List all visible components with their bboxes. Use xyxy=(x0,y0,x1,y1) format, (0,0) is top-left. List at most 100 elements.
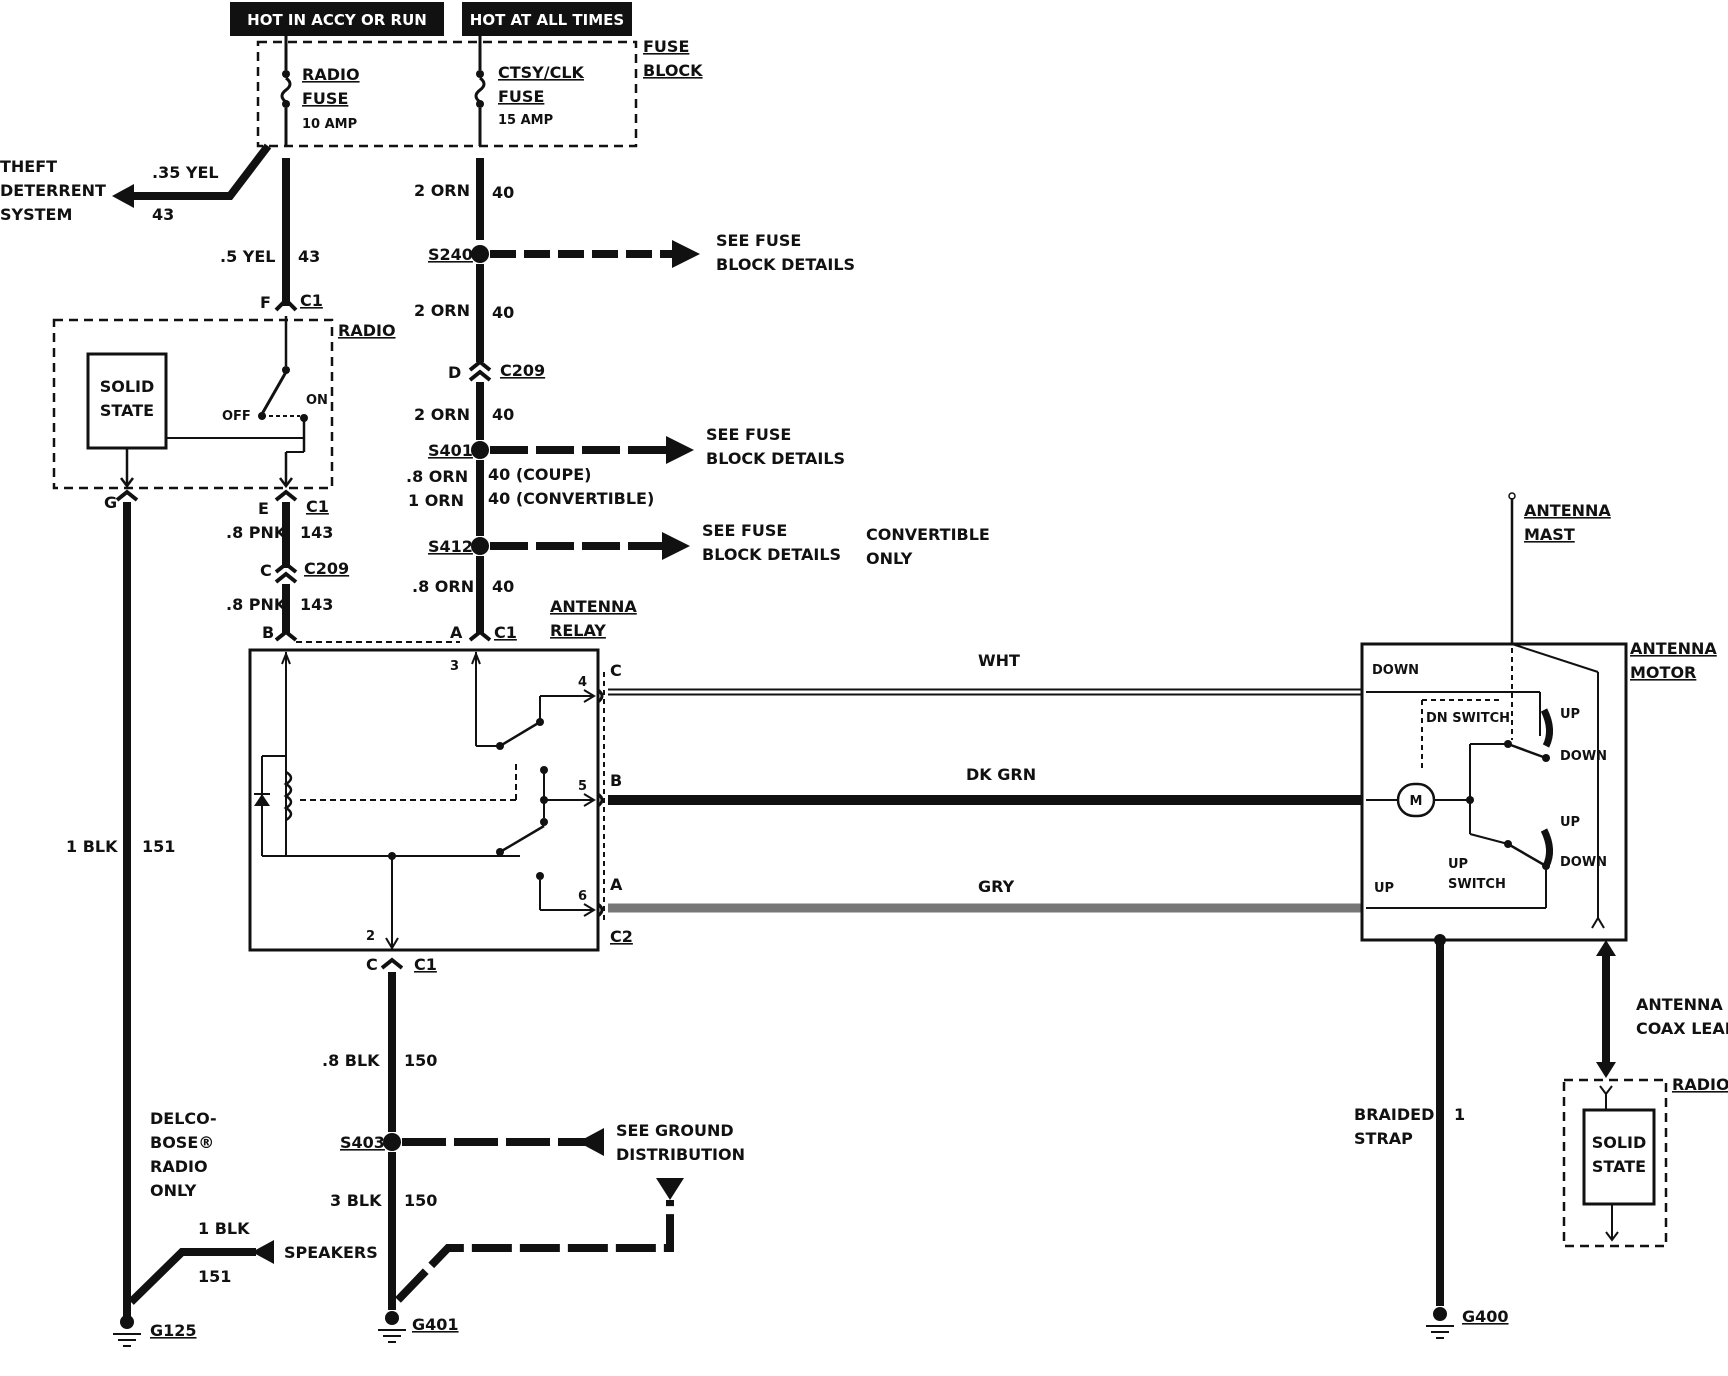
relay-contact-up xyxy=(499,720,541,748)
coax-label-2: COAX LEAD xyxy=(1636,1019,1728,1038)
connector-g xyxy=(115,489,139,502)
speakers-wire-label: 1 BLK xyxy=(198,1219,250,1238)
splice-s403-label: S403 xyxy=(340,1133,385,1152)
radio-power-switch xyxy=(260,371,288,415)
antenna-relay-label: ANTENNA xyxy=(550,597,637,616)
splice-s240-label: S240 xyxy=(428,245,473,264)
wire-ground-branch xyxy=(395,1200,674,1303)
relay-pin-6: 6 xyxy=(578,889,587,904)
radio-label-right: RADIO xyxy=(1672,1075,1728,1094)
delco-label-3: RADIO xyxy=(150,1157,208,1176)
relay-c2-pin-c: C xyxy=(610,661,622,680)
header-hot-all-times-text: HOT AT ALL TIMES xyxy=(470,11,624,29)
connector-a-c1-relay xyxy=(468,629,492,642)
braided-strap-label-2: STRAP xyxy=(1354,1129,1413,1148)
dn-switch-down-label: DOWN xyxy=(1560,749,1607,764)
theft-circuit-label: 43 xyxy=(152,205,174,224)
antenna-mast-label-2: MAST xyxy=(1524,525,1575,544)
fuse-block-label-2: BLOCK xyxy=(643,61,703,80)
delco-label-2: BOSE® xyxy=(150,1133,214,1152)
ctsy-fuse-amp: 15 AMP xyxy=(498,113,553,128)
radio-off-label: OFF xyxy=(222,409,251,424)
arrow-see-fuse-3 xyxy=(662,532,690,560)
connector-c-label-pnk: C xyxy=(260,561,272,580)
relay-c2-pin-a: A xyxy=(610,875,623,894)
dn-switch-contact xyxy=(1507,742,1547,760)
wire-151-label: 151 xyxy=(142,837,175,856)
wire-blk8-label: .8 BLK xyxy=(322,1051,380,1070)
up-switch-label: UP xyxy=(1448,857,1468,872)
antenna-motor-label: ANTENNA xyxy=(1630,639,1717,658)
connector-b-pnk xyxy=(274,629,298,642)
relay-pin-5: 5 xyxy=(578,779,587,794)
splice-s401 xyxy=(471,441,489,459)
wire-theft-deterrent xyxy=(126,143,272,200)
radio-fuse-label: RADIO xyxy=(302,65,360,84)
wire-40-label-3: 40 xyxy=(492,405,514,424)
wire-speakers xyxy=(128,1248,256,1305)
radio-solid-state-label-2: STATE xyxy=(100,401,154,420)
wire-orn-label-3: 2 ORN xyxy=(414,405,470,424)
wire-43-label: 43 xyxy=(298,247,320,266)
delco-label: DELCO- xyxy=(150,1109,217,1128)
connector-f-c1 xyxy=(274,297,298,312)
wire-orn-label-2: 2 ORN xyxy=(414,301,470,320)
up-switch-contact xyxy=(1507,842,1547,868)
wire-orn8-label: .8 ORN xyxy=(406,467,468,486)
connector-d-c209 xyxy=(468,359,492,382)
radio-fuse-amp: 10 AMP xyxy=(302,117,357,132)
header-hot-all-times: HOT AT ALL TIMES xyxy=(462,2,632,36)
relay-contact-down xyxy=(499,824,545,854)
relay-pin-2: 2 xyxy=(366,929,375,944)
antenna-motor-box xyxy=(1360,642,1628,942)
wire-150-label: 150 xyxy=(404,1051,437,1070)
solid-state-right-label-2: STATE xyxy=(1592,1157,1646,1176)
connector-a-label: A xyxy=(450,623,463,642)
connector-c1-relay-top: C1 xyxy=(494,623,517,642)
connector-c-relay-label: C xyxy=(366,955,378,974)
up-switch-down-label: DOWN xyxy=(1560,855,1607,870)
ctsy-clk-fuse xyxy=(474,36,486,146)
wire-143-label: 143 xyxy=(300,523,333,542)
radio-solid-state-label: SOLID xyxy=(100,377,155,396)
ground-g401-label: G401 xyxy=(412,1315,459,1334)
wire-orn-label-1: 2 ORN xyxy=(414,181,470,200)
connector-e-c1 xyxy=(274,489,298,502)
connector-c209-pnk: C209 xyxy=(304,559,349,578)
see-fuse-2: SEE FUSE xyxy=(706,425,791,444)
dn-switch-label: DN SWITCH xyxy=(1426,711,1510,726)
wire-yel-label: .5 YEL xyxy=(220,247,276,266)
connector-d-label: D xyxy=(448,363,461,382)
connector-c209-orn: C209 xyxy=(500,361,545,380)
radio-label: RADIO xyxy=(338,321,396,340)
ground-g125-label: G125 xyxy=(150,1321,197,1340)
radio-fuse-label-2: FUSE xyxy=(302,89,348,108)
radio-box-right xyxy=(1562,1078,1668,1248)
connector-e-label: E xyxy=(258,499,269,518)
see-fuse-3: SEE FUSE xyxy=(702,521,787,540)
speakers-circuit-label: 151 xyxy=(198,1267,231,1286)
wire-orn1-label: 1 ORN xyxy=(408,491,464,510)
connector-c-c209-pnk xyxy=(274,561,298,584)
ctsy-fuse-label-2: FUSE xyxy=(498,87,544,106)
ground-g125 xyxy=(113,1315,141,1347)
antenna-relay-label-2: RELAY xyxy=(550,621,606,640)
theft-label: THEFT xyxy=(0,157,57,176)
braided-circuit-label: 1 xyxy=(1454,1105,1465,1124)
ground-g401 xyxy=(378,1311,406,1343)
antenna-relay-box xyxy=(248,648,600,952)
wire-40-coupe-label: 40 (COUPE) xyxy=(488,465,591,484)
wire-40-label-2: 40 xyxy=(492,303,514,322)
wire-40-label-4: 40 xyxy=(492,577,514,596)
ctsy-fuse-label: CTSY/CLK xyxy=(498,63,585,82)
dn-switch-up-label: UP xyxy=(1560,707,1580,722)
theft-label-3: SYSTEM xyxy=(0,205,72,224)
motor-down-input-label: DOWN xyxy=(1372,663,1419,678)
see-fuse-1: SEE FUSE xyxy=(716,231,801,250)
splice-s240 xyxy=(471,245,489,263)
connector-c1-radio-bottom: C1 xyxy=(306,497,329,516)
see-ground-label-2: DISTRIBUTION xyxy=(616,1145,745,1164)
delco-label-4: ONLY xyxy=(150,1181,197,1200)
motor-m-label: M xyxy=(1410,794,1423,809)
radio-solid-state-right xyxy=(1582,1108,1656,1206)
